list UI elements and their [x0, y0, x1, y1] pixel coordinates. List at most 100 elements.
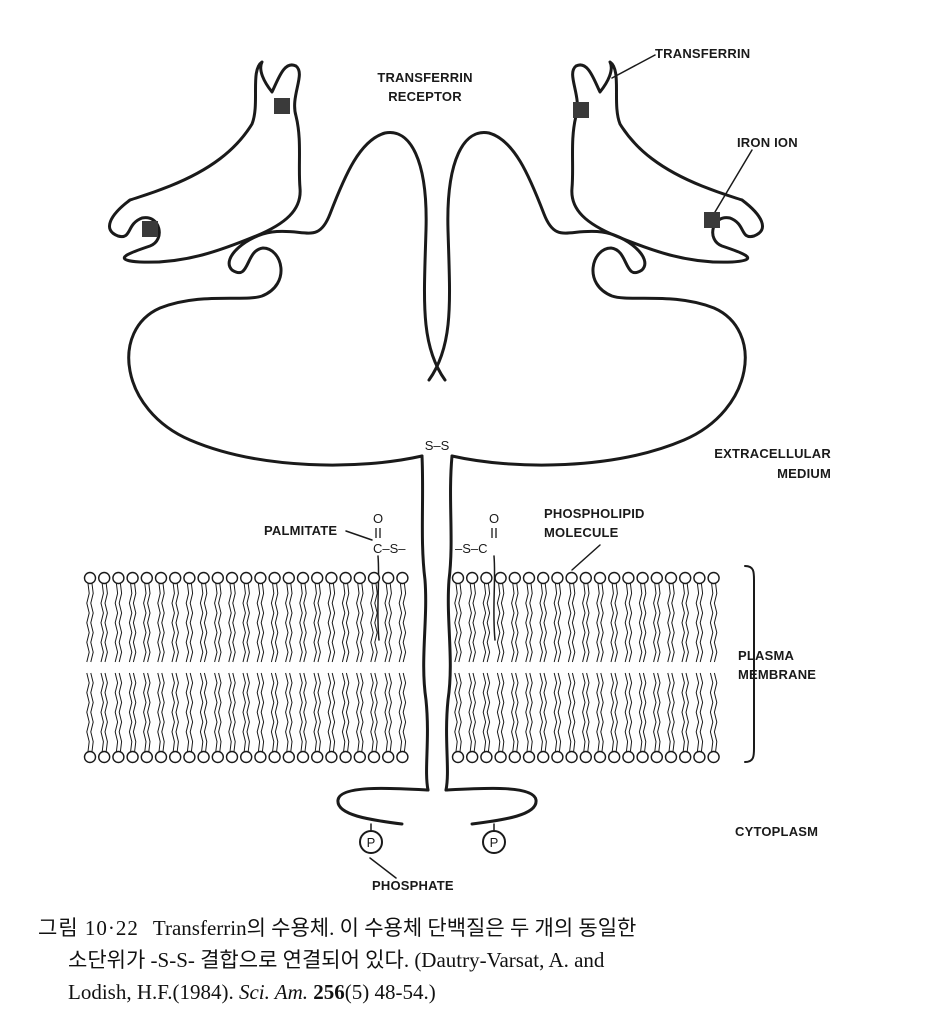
lipid-head: [367, 571, 381, 585]
lipid-tail: [256, 583, 261, 663]
carbonyl-oxygen-right: O: [489, 511, 499, 526]
lipid-tail: [529, 583, 533, 663]
lipid-tail: [496, 583, 501, 663]
lipid-tail: [398, 672, 403, 752]
lipid-tail: [553, 583, 558, 663]
label-transferrin: TRANSFERRIN: [655, 46, 750, 61]
lipid-tail: [709, 583, 714, 663]
lipid-head: [83, 750, 97, 764]
lipid-tail: [699, 583, 704, 663]
lipid-tail: [567, 672, 572, 752]
palmitoyl-chain-left: [377, 555, 380, 641]
lipid-tail: [500, 583, 505, 663]
lipid-tail: [529, 672, 533, 752]
lipid-head: [679, 571, 692, 585]
label-palmitate: PALMITATE: [264, 523, 337, 538]
lipid-tail: [695, 583, 700, 663]
caption-line-2: 소단위가 -S-S- 결합으로 연결되어 있다. (Dautry-Varsat,…: [68, 948, 605, 972]
lipid-head: [382, 750, 395, 764]
lipid-tail: [228, 672, 232, 752]
label-iron-ion: IRON ION: [737, 135, 798, 150]
lipid-tail: [624, 583, 629, 663]
lipid-tail: [614, 583, 618, 663]
lipid-tail: [203, 672, 208, 752]
lipid-head: [451, 571, 465, 585]
lipid-head: [154, 750, 168, 764]
lipid-head: [239, 750, 253, 764]
lipid-tail: [468, 672, 472, 752]
lipid-head: [522, 571, 536, 585]
lipid-tail: [553, 672, 558, 752]
lipid-tail: [171, 583, 175, 663]
lipid-tail: [657, 583, 661, 663]
thioester-right: –S–C: [455, 541, 488, 556]
lipid-tail: [289, 583, 293, 663]
lipid-tail: [458, 583, 462, 663]
lipid-head: [636, 571, 649, 585]
lipid-head: [183, 750, 196, 764]
lipid-tail: [709, 672, 714, 752]
lipid-head: [508, 571, 521, 585]
lipid-tail: [543, 583, 547, 663]
lipid-head: [593, 571, 607, 585]
lipid-tail: [218, 672, 222, 752]
lipid-tail: [104, 672, 108, 752]
lipid-head: [622, 750, 635, 764]
lipid-head: [296, 750, 310, 764]
lipid-tail: [685, 672, 689, 752]
lipid-tail: [157, 672, 161, 752]
lipid-tail: [458, 672, 462, 752]
lipid-head: [83, 571, 97, 585]
lipid-tail: [360, 583, 364, 663]
lipid-head: [537, 571, 550, 585]
phosphate-leader: [369, 857, 397, 879]
lipid-tail: [486, 583, 491, 663]
lipid-tail: [600, 583, 604, 663]
lipid-tail: [472, 583, 476, 663]
lipid-tail: [246, 583, 250, 663]
lipid-tail: [610, 583, 614, 663]
lipid-tail: [132, 672, 137, 752]
lipid-head: [679, 750, 692, 764]
lipid-head: [480, 750, 493, 764]
lipid-tail: [384, 583, 388, 663]
lipid-tail: [571, 583, 576, 663]
iron-ion-square: [704, 212, 720, 228]
lipid-tail: [638, 583, 643, 663]
lipid-tail: [161, 672, 165, 752]
lipid-head: [112, 571, 125, 585]
lipid-tail: [657, 672, 661, 752]
lipid-tail: [214, 583, 218, 663]
lipid-tail: [515, 672, 519, 752]
lipid-tail: [331, 583, 336, 663]
lipid-head: [537, 750, 550, 764]
carbonyl-oxygen-left: O: [373, 511, 383, 526]
lipid-tail: [539, 583, 543, 663]
lipid-tail: [557, 672, 562, 752]
lipid-head: [140, 571, 154, 585]
lipid-tail: [90, 583, 94, 663]
lipid-head: [311, 571, 324, 585]
lipid-tail: [370, 583, 374, 663]
label-cytoplasm: CYTOPLASM: [735, 824, 818, 839]
lipid-head: [494, 571, 507, 585]
lipid-head: [650, 750, 663, 764]
lipid-tail: [199, 583, 204, 663]
lipid-tail: [482, 583, 487, 663]
lipid-head: [565, 750, 578, 764]
lipid-head: [551, 571, 564, 585]
phosphate-symbol: P: [367, 835, 376, 850]
lipid-tail: [610, 672, 614, 752]
lipid-tail: [388, 583, 392, 663]
transferrin-receptor-diagram: P P S–S O O C–S– –S–C TRANSFERRIN RECEPT…: [83, 46, 831, 893]
lipid-head: [608, 571, 621, 585]
lipid-head: [693, 571, 706, 585]
lipid-head: [451, 750, 465, 764]
lipid-head: [211, 750, 225, 764]
lipid-head: [551, 750, 564, 764]
lipid-tail: [642, 583, 647, 663]
lipid-head: [396, 571, 409, 585]
phosphate-symbol: P: [490, 835, 499, 850]
lipid-tail: [331, 672, 336, 752]
lipid-tail: [374, 672, 378, 752]
